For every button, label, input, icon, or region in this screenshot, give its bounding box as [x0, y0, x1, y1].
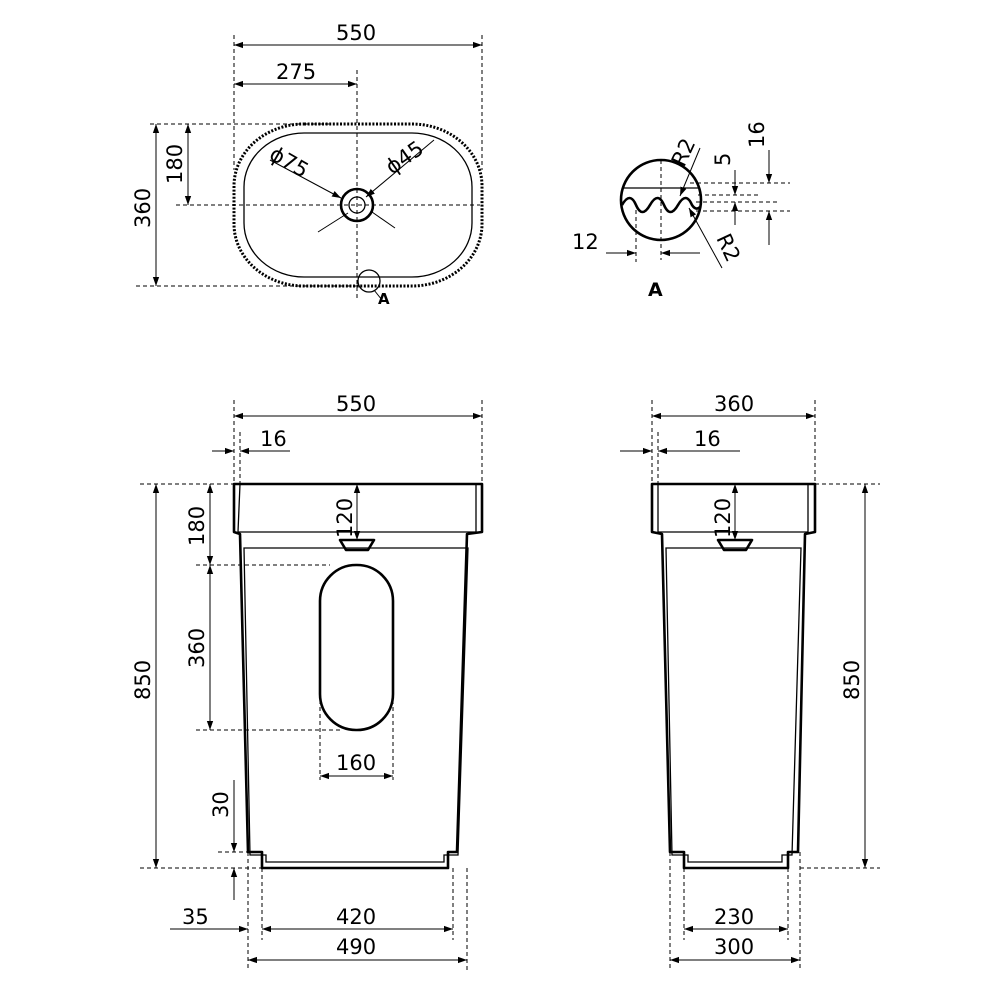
side-body-outline	[650, 482, 817, 870]
side-height-label: 850	[840, 660, 864, 700]
front-view: 550 16 850 180 360 120 160 30	[131, 392, 484, 970]
front-base-offset-label: 35	[182, 905, 209, 929]
detail-height-total-label: 16	[745, 121, 769, 148]
front-width-label: 550	[336, 392, 376, 416]
inner-diameter-label: ϕ45	[381, 136, 428, 179]
front-base-step-label: 30	[209, 791, 233, 818]
top-width-label: 550	[336, 21, 376, 45]
outer-diameter-label: ϕ75	[266, 142, 313, 183]
detail-radius-top-label: R2	[667, 135, 701, 170]
detail-offset-label: 12	[572, 230, 599, 254]
front-base-inner-label: 420	[336, 905, 376, 929]
top-half-depth-label: 180	[163, 144, 187, 184]
front-body-outline	[232, 482, 484, 870]
detail-a-marker-label: A	[378, 290, 390, 308]
side-width-label: 360	[714, 392, 754, 416]
side-base-outer-label: 300	[714, 935, 754, 959]
top-half-width-label: 275	[276, 60, 316, 84]
top-view: ϕ75 ϕ45 550 275 360 180 A	[131, 21, 484, 308]
detail-a-view: 16 5 12 R2 R2 A	[572, 121, 790, 301]
side-base-inner-label: 230	[714, 905, 754, 929]
detail-a-label: A	[648, 279, 663, 301]
front-wall-label: 16	[260, 427, 287, 451]
detail-height-wave-label: 5	[711, 153, 735, 166]
front-opening-height-label: 360	[185, 628, 209, 668]
detail-radius-bottom-label: R2	[711, 230, 745, 265]
front-top-to-opening-label: 180	[185, 506, 209, 546]
side-basin-depth-label: 120	[711, 498, 735, 538]
front-opening	[318, 563, 395, 732]
top-depth-label: 360	[131, 188, 155, 228]
front-base-outer-label: 490	[336, 935, 376, 959]
front-height-label: 850	[131, 660, 155, 700]
side-view: 360 16 850 120 230 300	[620, 392, 880, 970]
side-wall-label: 16	[694, 427, 721, 451]
serration-profile	[620, 196, 701, 214]
front-opening-width-label: 160	[336, 751, 376, 775]
front-basin-depth-label: 120	[333, 498, 357, 538]
detail-a-marker	[357, 269, 381, 293]
